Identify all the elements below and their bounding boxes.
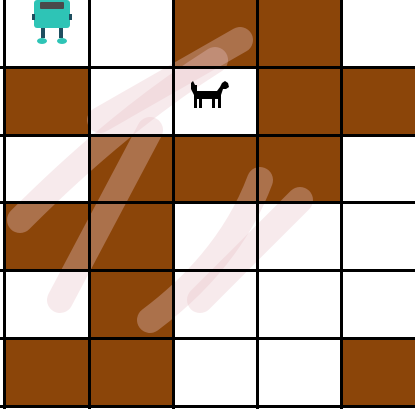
- empty-cell: [257, 270, 341, 338]
- empty-cell: [173, 270, 257, 338]
- wall-cell: [257, 67, 341, 135]
- empty-cell: [89, 67, 173, 135]
- empty-cell: [173, 338, 257, 406]
- grid-line-horizontal: [0, 134, 415, 137]
- wall-cell: [257, 0, 341, 67]
- grid-line-horizontal: [0, 269, 415, 272]
- grid-line-horizontal: [0, 337, 415, 340]
- wall-cell: [4, 67, 89, 135]
- wall-cell: [89, 338, 173, 406]
- empty-cell: [257, 202, 341, 270]
- wall-cell: [89, 270, 173, 338]
- grid-line-vertical: [256, 0, 259, 409]
- grid-line-horizontal: [0, 66, 415, 69]
- empty-cell: [341, 0, 415, 67]
- wall-cell: [89, 202, 173, 270]
- empty-cell: [4, 135, 89, 202]
- wall-cell: [89, 135, 173, 202]
- empty-cell: [341, 135, 415, 202]
- grid-line-vertical: [3, 0, 6, 409]
- empty-cell: [89, 0, 173, 67]
- wall-cell: [173, 0, 257, 67]
- robot-icon: [22, 0, 82, 50]
- empty-cell: [4, 270, 89, 338]
- wall-cell: [341, 67, 415, 135]
- grid-line-vertical: [172, 0, 175, 409]
- empty-cell: [341, 270, 415, 338]
- dog-icon: [187, 77, 231, 113]
- grid-line-vertical: [340, 0, 343, 409]
- wall-cell: [4, 202, 89, 270]
- wall-cell: [341, 338, 415, 406]
- empty-cell: [173, 202, 257, 270]
- wall-cell: [257, 135, 341, 202]
- empty-cell: [341, 202, 415, 270]
- grid-line-horizontal: [0, 201, 415, 204]
- grid-line-horizontal: [0, 405, 415, 408]
- empty-cell: [257, 338, 341, 406]
- wall-cell: [4, 338, 89, 406]
- wall-cell: [173, 135, 257, 202]
- grid-line-vertical: [88, 0, 91, 409]
